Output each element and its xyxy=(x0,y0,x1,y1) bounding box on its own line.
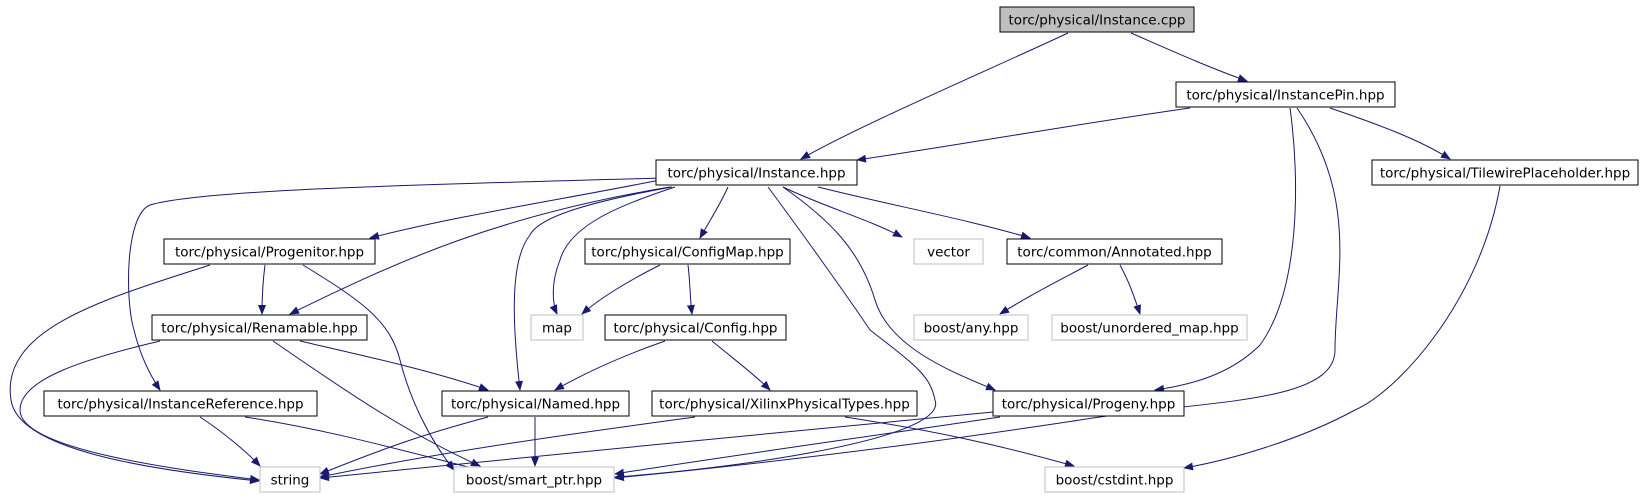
node-box xyxy=(604,314,787,341)
node-tilewire_hpp[interactable]: torc/physical/TilewirePlaceholder.hpp xyxy=(1371,159,1639,186)
node-boost_unordered_map: boost/unordered_map.hpp xyxy=(1051,314,1248,341)
edge-instance_hpp-to-boost_smart_ptr xyxy=(614,186,936,481)
edge-renamable_hpp-to-boost_smart_ptr xyxy=(272,340,481,467)
node-box xyxy=(43,390,318,417)
node-map: map xyxy=(530,314,584,341)
edge-instance_hpp-to-progenitor_hpp xyxy=(369,179,661,240)
node-label: boost/unordered_map.hpp xyxy=(1060,321,1238,337)
node-box xyxy=(655,159,858,186)
node-box xyxy=(441,390,630,417)
node-box xyxy=(1371,159,1639,186)
node-box xyxy=(151,314,368,341)
node-instancepin_hpp[interactable]: torc/physical/InstancePin.hpp xyxy=(1175,81,1396,108)
edge-progeny_hpp-to-string xyxy=(319,411,994,482)
node-label: string xyxy=(271,473,310,489)
edge-instance_cpp-to-instancepin_hpp xyxy=(1130,32,1248,82)
edge-instancepin_hpp-to-progeny_hpp xyxy=(1154,107,1297,393)
edge-instance_hpp-to-vector xyxy=(782,186,903,238)
edge-renamable_hpp-to-named_hpp xyxy=(299,340,489,391)
edge-instance_hpp-to-configmap_hpp xyxy=(699,186,729,239)
edge-xilinx_hpp-to-string xyxy=(319,416,696,480)
node-label: torc/physical/Progeny.hpp xyxy=(1002,397,1176,413)
node-annotated_hpp[interactable]: torc/common/Annotated.hpp xyxy=(1006,238,1223,265)
node-label: torc/common/Annotated.hpp xyxy=(1017,245,1211,261)
node-label: map xyxy=(542,321,572,337)
node-label: vector xyxy=(927,245,970,261)
node-box xyxy=(530,314,584,341)
nodes-layer: torc/physical/Instance.cpp torc/physical/… xyxy=(43,6,1639,493)
node-box xyxy=(913,238,984,265)
node-label: torc/physical/InstanceReference.hpp xyxy=(57,397,303,413)
node-instance_cpp[interactable]: torc/physical/Instance.cpp xyxy=(999,6,1195,33)
node-label: torc/physical/Progenitor.hpp xyxy=(175,245,364,261)
edges-layer xyxy=(9,32,1501,485)
node-named_hpp[interactable]: torc/physical/Named.hpp xyxy=(441,390,630,417)
node-box xyxy=(1044,466,1185,493)
edge-configmap_hpp-to-config_hpp xyxy=(686,264,695,315)
node-instanceref_hpp[interactable]: torc/physical/InstanceReference.hpp xyxy=(43,390,318,417)
node-progeny_hpp[interactable]: torc/physical/Progeny.hpp xyxy=(992,390,1185,417)
node-boost_cstdint: boost/cstdint.hpp xyxy=(1044,466,1185,493)
edge-instancepin_hpp-to-instance_hpp xyxy=(856,107,1191,163)
edge-configmap_hpp-to-map xyxy=(581,264,661,315)
edge-progenitor_hpp-to-boost_smart_ptr xyxy=(302,264,455,471)
node-label: torc/physical/Instance.hpp xyxy=(667,166,845,182)
edge-instancepin_hpp-to-tilewire_hpp xyxy=(1329,107,1451,160)
edge-config_hpp-to-named_hpp xyxy=(554,340,666,391)
edge-instanceref_hpp-to-boost_smart_ptr xyxy=(244,416,489,474)
edge-instance_hpp-to-map xyxy=(549,186,676,315)
node-box xyxy=(163,238,376,265)
node-label: torc/physical/Renamable.hpp xyxy=(161,321,358,337)
node-box xyxy=(584,238,791,265)
node-box xyxy=(992,390,1185,417)
node-box xyxy=(913,314,1029,341)
node-box xyxy=(453,466,615,493)
node-label: torc/physical/Named.hpp xyxy=(451,397,620,413)
node-boost_smart_ptr: boost/smart_ptr.hpp xyxy=(453,466,615,493)
node-instance_hpp[interactable]: torc/physical/Instance.hpp xyxy=(655,159,858,186)
edge-annotated_hpp-to-boost_unordered_map xyxy=(1119,264,1141,315)
node-renamable_hpp[interactable]: torc/physical/Renamable.hpp xyxy=(151,314,368,341)
node-box xyxy=(1051,314,1248,341)
edge-instancepin_hpp-to-boost_smart_ptr xyxy=(614,107,1341,482)
node-label: torc/physical/Instance.cpp xyxy=(1009,13,1186,29)
edge-instance_hpp-to-annotated_hpp xyxy=(817,186,1031,240)
node-box xyxy=(651,390,918,417)
node-box xyxy=(999,6,1195,33)
edge-config_hpp-to-xilinx_hpp xyxy=(711,340,771,391)
edge-progenitor_hpp-to-string xyxy=(9,264,260,485)
edge-instance_hpp-to-instanceref_hpp xyxy=(128,177,666,391)
node-label: boost/any.hpp xyxy=(924,321,1019,337)
node-progenitor_hpp[interactable]: torc/physical/Progenitor.hpp xyxy=(163,238,376,265)
edge-annotated_hpp-to-boost_any xyxy=(999,264,1089,315)
node-box xyxy=(259,466,321,493)
node-label: boost/smart_ptr.hpp xyxy=(466,473,602,489)
node-config_hpp[interactable]: torc/physical/Config.hpp xyxy=(604,314,787,341)
node-vector: vector xyxy=(913,238,984,265)
edge-instance_hpp-to-progeny_hpp xyxy=(782,186,996,391)
edge-named_hpp-to-string xyxy=(319,416,489,475)
edge-progenitor_hpp-to-renamable_hpp xyxy=(258,264,267,315)
node-label: boost/cstdint.hpp xyxy=(1056,473,1174,489)
node-box xyxy=(1175,81,1396,108)
node-string: string xyxy=(259,466,321,493)
edge-renamable_hpp-to-string xyxy=(19,340,260,483)
node-label: torc/physical/Config.hpp xyxy=(614,321,778,337)
edge-tilewire_hpp-to-boost_cstdint xyxy=(1183,185,1501,471)
edge-xilinx_hpp-to-boost_cstdint xyxy=(844,416,1075,468)
node-boost_any: boost/any.hpp xyxy=(913,314,1029,341)
edge-instance_cpp-to-instance_hpp xyxy=(800,32,1069,160)
edge-instanceref_hpp-to-string xyxy=(199,416,261,467)
node-label: torc/physical/TilewirePlaceholder.hpp xyxy=(1380,166,1630,182)
edge-progeny_hpp-to-boost_smart_ptr xyxy=(614,416,1001,477)
edge-instance_hpp-to-renamable_hpp xyxy=(289,186,671,315)
node-xilinx_hpp[interactable]: torc/physical/XilinxPhysicalTypes.hpp xyxy=(651,390,918,417)
edge-instance_hpp-to-named_hpp xyxy=(513,186,673,391)
node-box xyxy=(1006,238,1223,265)
node-label: torc/physical/InstancePin.hpp xyxy=(1186,88,1384,104)
node-label: torc/physical/ConfigMap.hpp xyxy=(591,245,783,261)
node-label: torc/physical/XilinxPhysicalTypes.hpp xyxy=(659,397,910,413)
node-configmap_hpp[interactable]: torc/physical/ConfigMap.hpp xyxy=(584,238,791,265)
